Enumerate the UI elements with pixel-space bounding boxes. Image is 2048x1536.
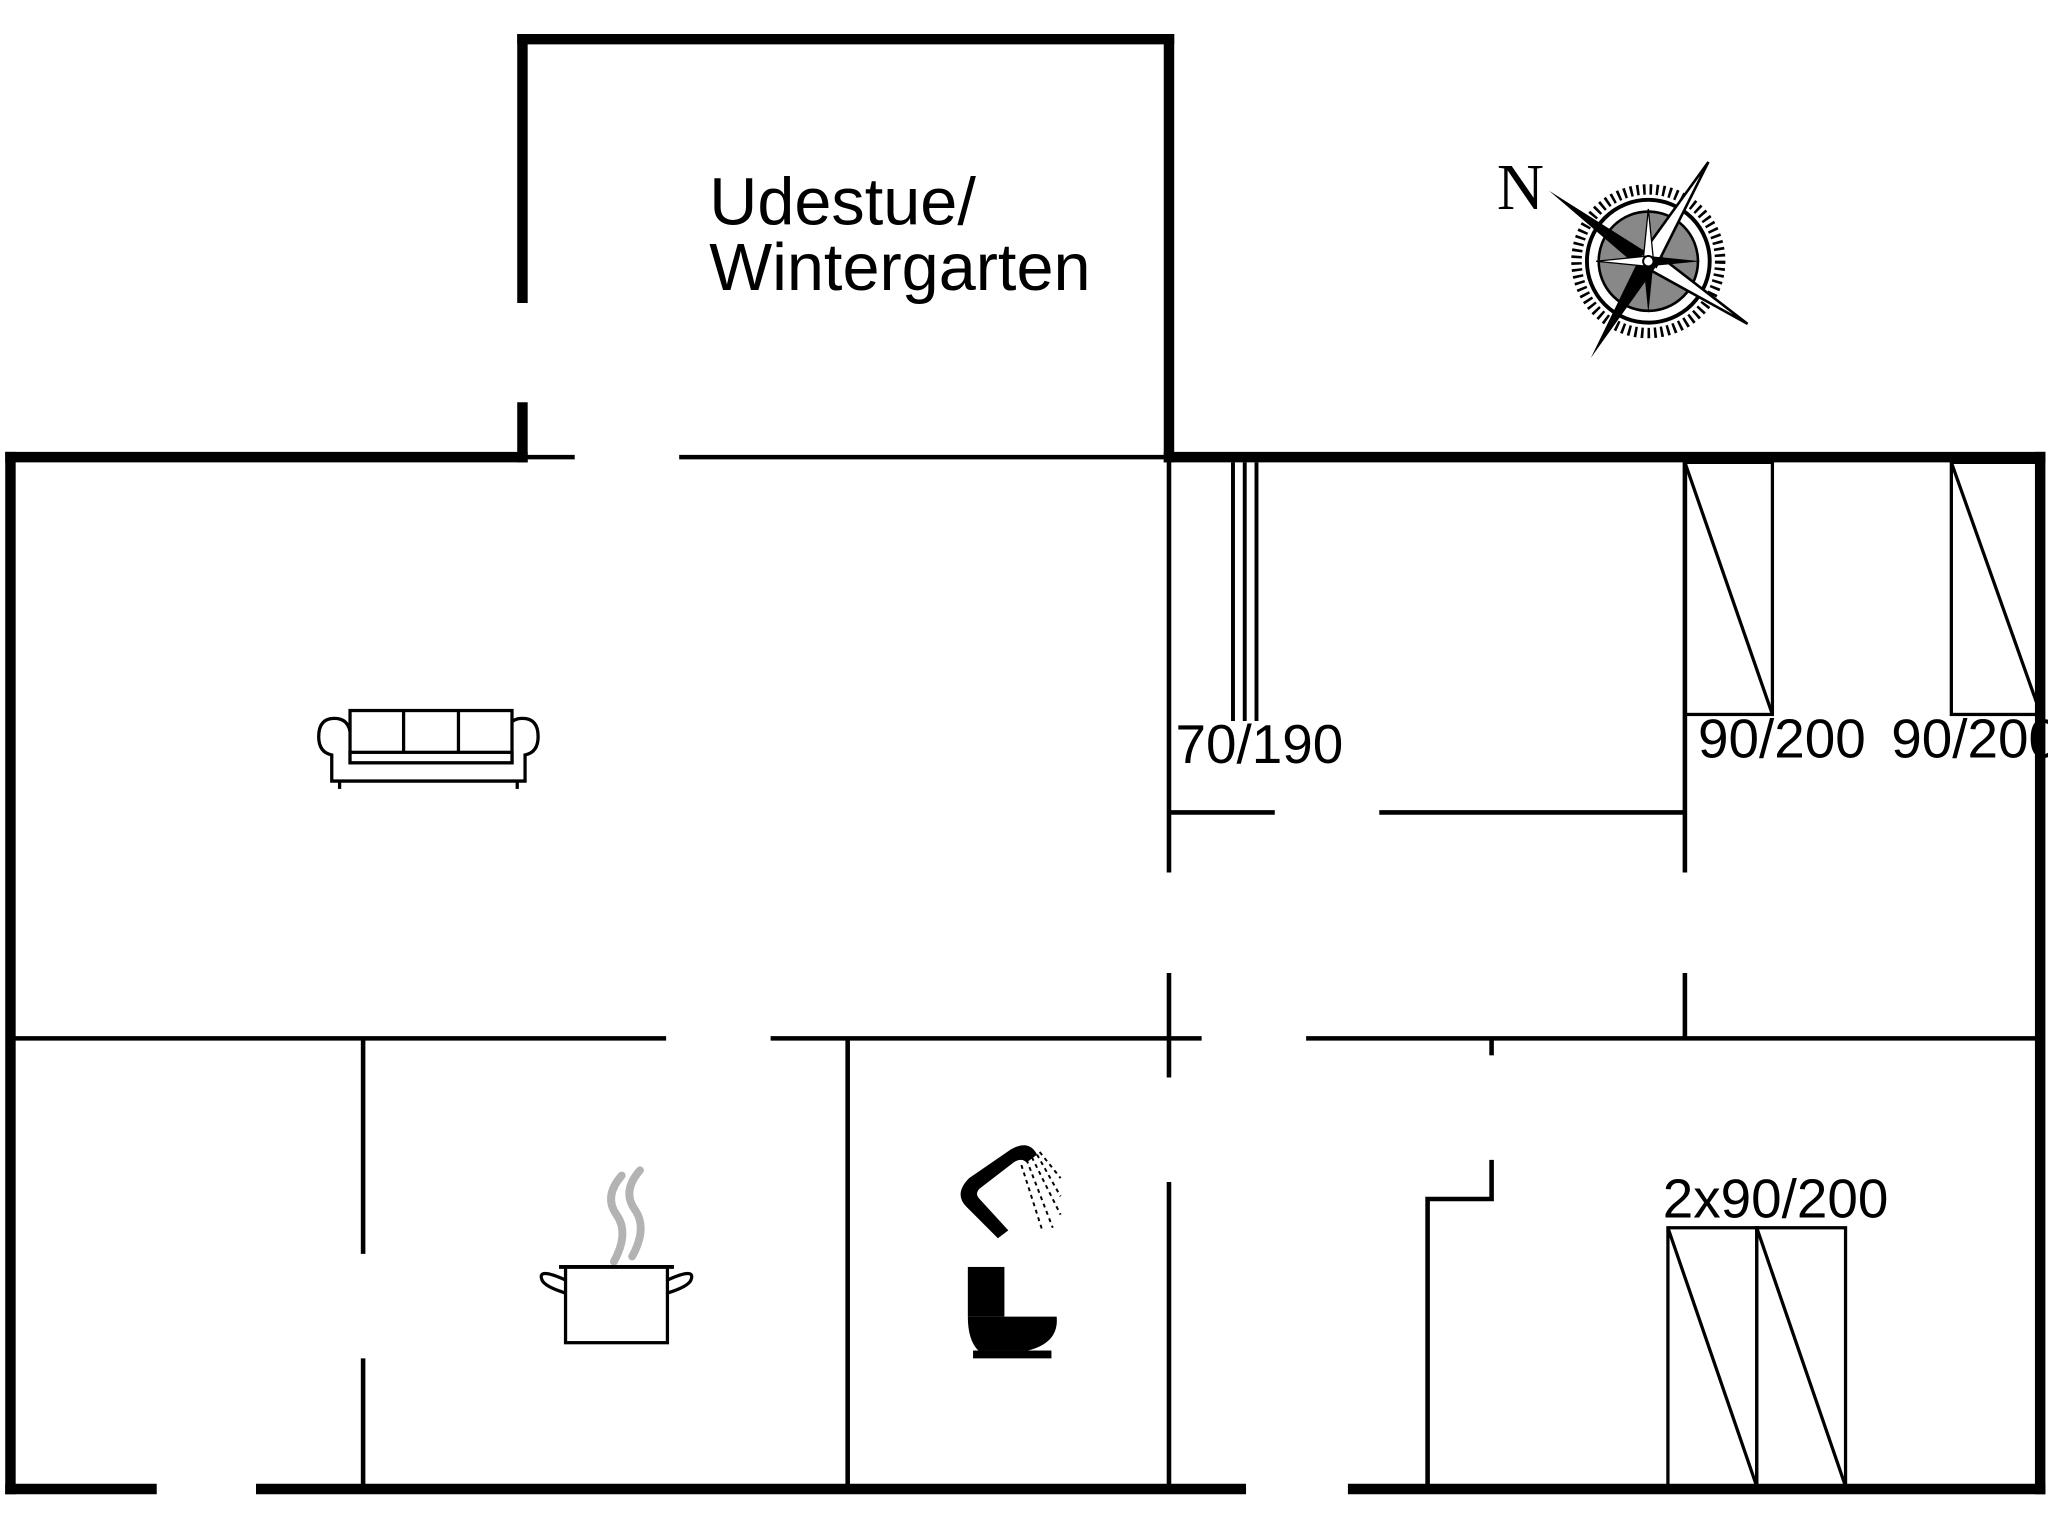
bed-label-90-200-a: 90/200 xyxy=(1698,708,1866,770)
bed-70-190 xyxy=(1231,462,1259,721)
room-label-conservatory-line2: Wintergarten xyxy=(709,231,1090,305)
bed-label-2x90-200: 2x90/200 xyxy=(1663,1167,1889,1229)
bed-2x90-200 xyxy=(1666,1226,1848,1488)
compass-north-label: N xyxy=(1497,152,1544,224)
bed-90-200-a xyxy=(1683,460,1775,717)
bed-label-90-200-b: 90/200 xyxy=(1891,708,2048,770)
bed-90-200-b xyxy=(1949,460,2042,717)
sofa-icon xyxy=(317,708,540,789)
compass-rose-icon: N xyxy=(1497,152,1749,358)
bed-label-70-190: 70/190 xyxy=(1176,713,1344,775)
toilet-icon xyxy=(967,1266,1057,1359)
shower-icon xyxy=(960,1145,1062,1239)
cooking-pot-icon xyxy=(539,1166,694,1345)
room-label-conservatory-line1: Udestue/ xyxy=(709,166,976,240)
